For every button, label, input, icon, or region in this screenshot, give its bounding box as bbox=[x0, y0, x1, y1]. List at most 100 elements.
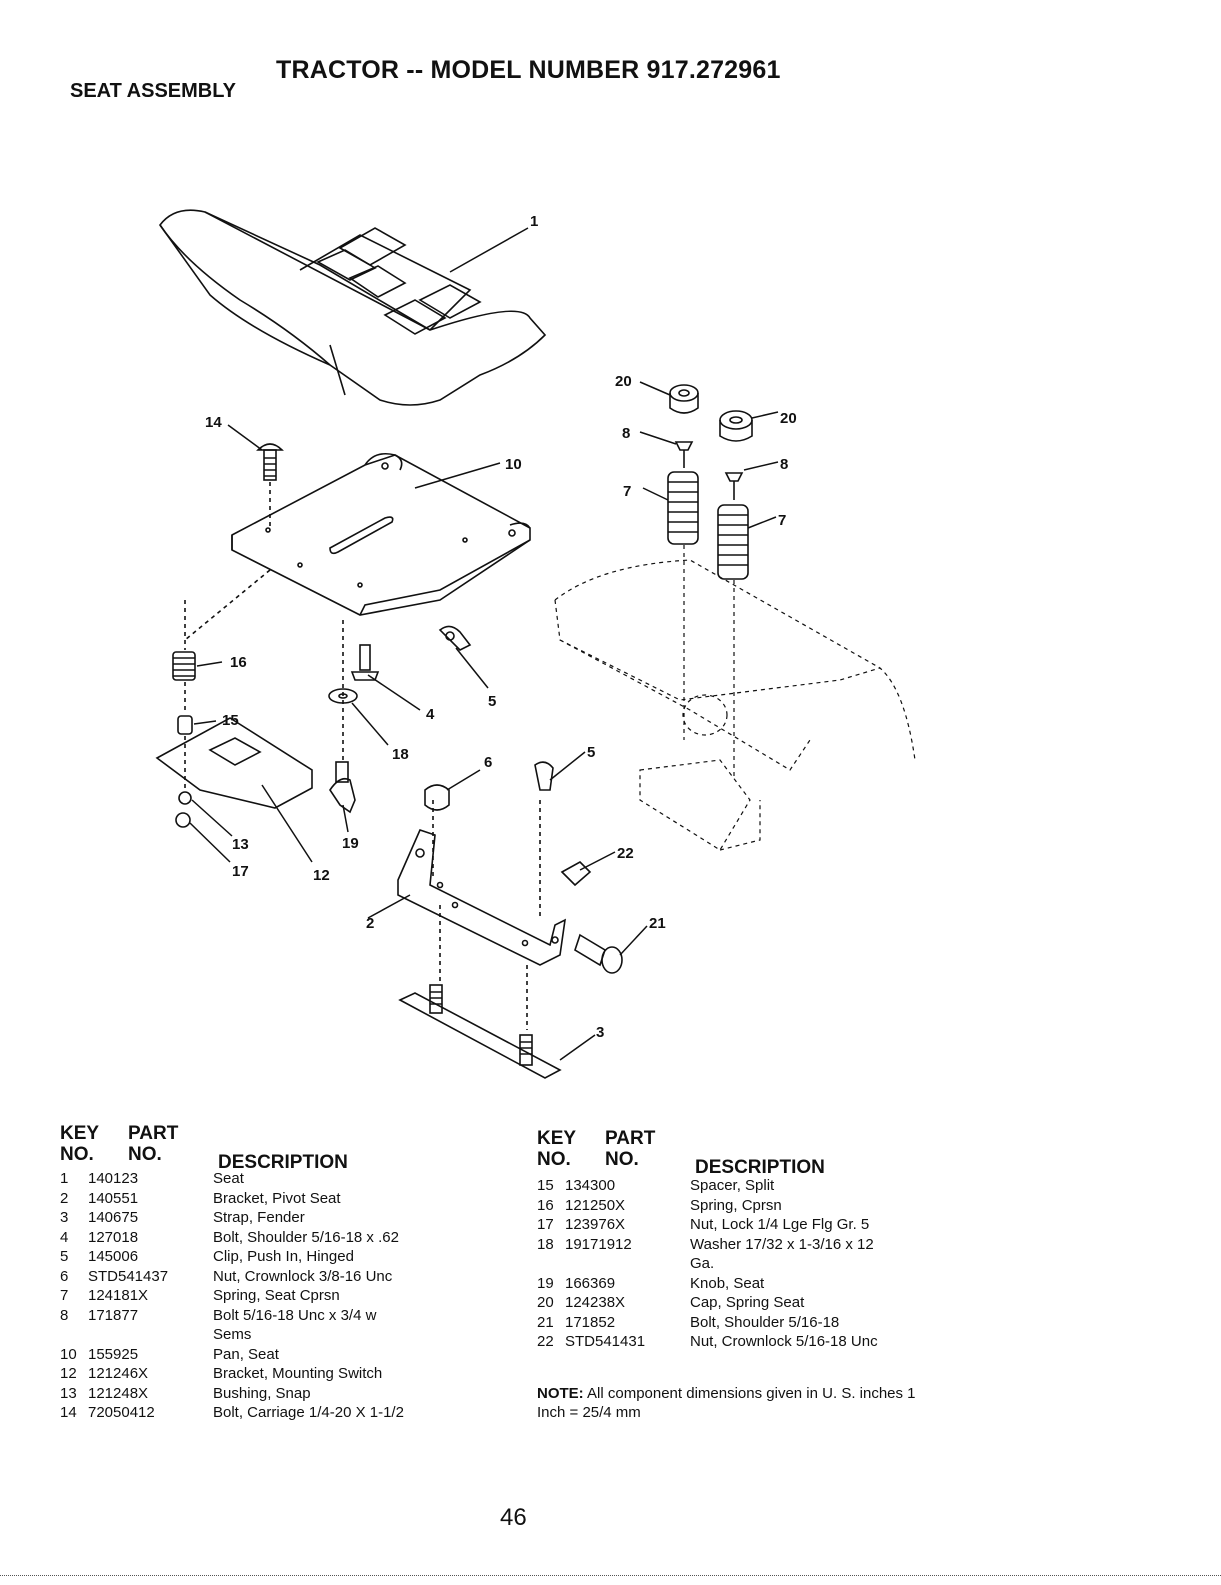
key-no-header: NO. bbox=[60, 1144, 94, 1165]
callout-3: 3 bbox=[596, 1024, 604, 1041]
part-number: 171877 bbox=[88, 1306, 139, 1324]
part-number: 121246X bbox=[88, 1365, 149, 1382]
callout-8b: 8 bbox=[780, 456, 788, 473]
part-number: 72050412 bbox=[88, 1404, 155, 1421]
callout-7b: 7 bbox=[778, 512, 786, 529]
key-number: 10 bbox=[60, 1345, 77, 1363]
key-number: 8 bbox=[60, 1306, 69, 1324]
table-header-row-2: NO. NO. DESCRIPTION bbox=[537, 1149, 957, 1178]
key-number: 16 bbox=[537, 1196, 554, 1214]
seat-assembly-diagram: 1 14 10 16 15 4 18 5 19 13 17 12 6 5 22 … bbox=[155, 209, 916, 1079]
page-title: TRACTOR -- MODEL NUMBER 917.272961 bbox=[276, 56, 781, 84]
key-number: 14 bbox=[60, 1404, 77, 1421]
key-number: 20 bbox=[537, 1294, 554, 1311]
part-description: Seat bbox=[213, 1170, 244, 1187]
part-number: 121248X bbox=[88, 1384, 149, 1402]
callout-19: 19 bbox=[342, 835, 359, 852]
description-header: DESCRIPTION bbox=[218, 1152, 348, 1173]
callout-16: 16 bbox=[230, 654, 247, 671]
part-number: STD541431 bbox=[565, 1333, 646, 1350]
callout-5b: 5 bbox=[587, 744, 595, 761]
table-row: 1 140123 Seat bbox=[60, 1169, 480, 1189]
parts-table-left: KEY PART NO. NO. DESCRIPTION 1 140123 Seat… bbox=[60, 1123, 480, 1423]
part-description: Cap, Spring Seat bbox=[690, 1294, 805, 1311]
key-number: 1 bbox=[60, 1170, 69, 1187]
part-number: 171852 bbox=[565, 1313, 616, 1331]
part-number: 140675 bbox=[88, 1209, 139, 1226]
part-no-header: NO. bbox=[128, 1144, 162, 1165]
callout-12: 12 bbox=[313, 867, 330, 884]
key-no-header: NO. bbox=[537, 1149, 571, 1170]
part-description: Clip, Push In, Hinged bbox=[213, 1248, 354, 1265]
part-description: Bolt, Shoulder 5/16-18 bbox=[690, 1313, 840, 1331]
switch-bracket-illustration bbox=[155, 569, 313, 828]
shoulder-bolt-illustration bbox=[560, 861, 623, 974]
key-number: 5 bbox=[60, 1248, 69, 1265]
callout-20b: 20 bbox=[780, 410, 797, 427]
part-description-continued: Ga. bbox=[690, 1255, 715, 1272]
note-text: All component dimensions given in U. S. … bbox=[537, 1385, 916, 1421]
part-header: PART bbox=[605, 1128, 656, 1149]
part-number: 140123 bbox=[88, 1170, 139, 1187]
part-number: 124181X bbox=[88, 1287, 149, 1304]
key-number: 3 bbox=[60, 1209, 69, 1226]
part-number: 166369 bbox=[565, 1274, 616, 1292]
part-description: Pan, Seat bbox=[213, 1345, 279, 1363]
part-description: Washer 17/32 x 1-3/16 x 12 bbox=[690, 1235, 874, 1253]
part-number: STD541437 bbox=[88, 1267, 169, 1285]
callout-15: 15 bbox=[222, 712, 239, 729]
page-bottom-rule bbox=[0, 1575, 1221, 1576]
part-description: Spring, Cprsn bbox=[690, 1196, 782, 1214]
key-number: 12 bbox=[60, 1365, 77, 1382]
part-number: 127018 bbox=[88, 1228, 139, 1246]
part-description-continued: Sems bbox=[213, 1326, 252, 1343]
key-number: 22 bbox=[537, 1333, 554, 1350]
part-number: 140551 bbox=[88, 1189, 139, 1207]
note-label: NOTE: bbox=[537, 1385, 584, 1402]
part-description: Bolt, Carriage 1/4-20 X 1-1/2 bbox=[213, 1404, 404, 1421]
callout-20a: 20 bbox=[615, 373, 632, 390]
seat-illustration bbox=[159, 209, 547, 406]
callout-2: 2 bbox=[366, 915, 374, 932]
seat-spring-illustration bbox=[667, 384, 753, 580]
part-number: 145006 bbox=[88, 1248, 139, 1265]
part-no-header: NO. bbox=[605, 1149, 639, 1170]
key-header: KEY bbox=[60, 1123, 100, 1144]
pivot-bracket-illustration bbox=[397, 784, 567, 1030]
key-number: 6 bbox=[60, 1267, 69, 1285]
key-number: 18 bbox=[537, 1235, 554, 1253]
key-header: KEY bbox=[537, 1128, 577, 1149]
section-title: SEAT ASSEMBLY bbox=[70, 80, 236, 102]
part-description: Spring, Seat Cprsn bbox=[213, 1287, 340, 1304]
callout-7a: 7 bbox=[623, 483, 631, 500]
part-description: Strap, Fender bbox=[213, 1209, 305, 1226]
callout-22: 22 bbox=[617, 845, 634, 862]
part-number: 123976X bbox=[565, 1216, 626, 1233]
callout-1: 1 bbox=[530, 213, 538, 230]
knob-assembly-illustration bbox=[328, 620, 380, 814]
table-row: 3 140675 Strap, Fender bbox=[60, 1208, 480, 1228]
part-description: Spacer, Split bbox=[690, 1177, 775, 1194]
carriage-bolt-illustration bbox=[256, 443, 284, 530]
part-header: PART bbox=[128, 1123, 179, 1144]
key-number: 17 bbox=[537, 1216, 554, 1233]
callout-6: 6 bbox=[484, 754, 492, 771]
push-in-clip-illustration bbox=[438, 625, 554, 920]
description-header: DESCRIPTION bbox=[695, 1157, 825, 1178]
callout-17: 17 bbox=[232, 863, 249, 880]
part-description: Bracket, Pivot Seat bbox=[213, 1189, 341, 1207]
part-number: 134300 bbox=[565, 1177, 616, 1194]
callout-21: 21 bbox=[649, 915, 666, 932]
table-header-row-1: KEY PART bbox=[537, 1128, 957, 1149]
callout-5a: 5 bbox=[488, 693, 496, 710]
